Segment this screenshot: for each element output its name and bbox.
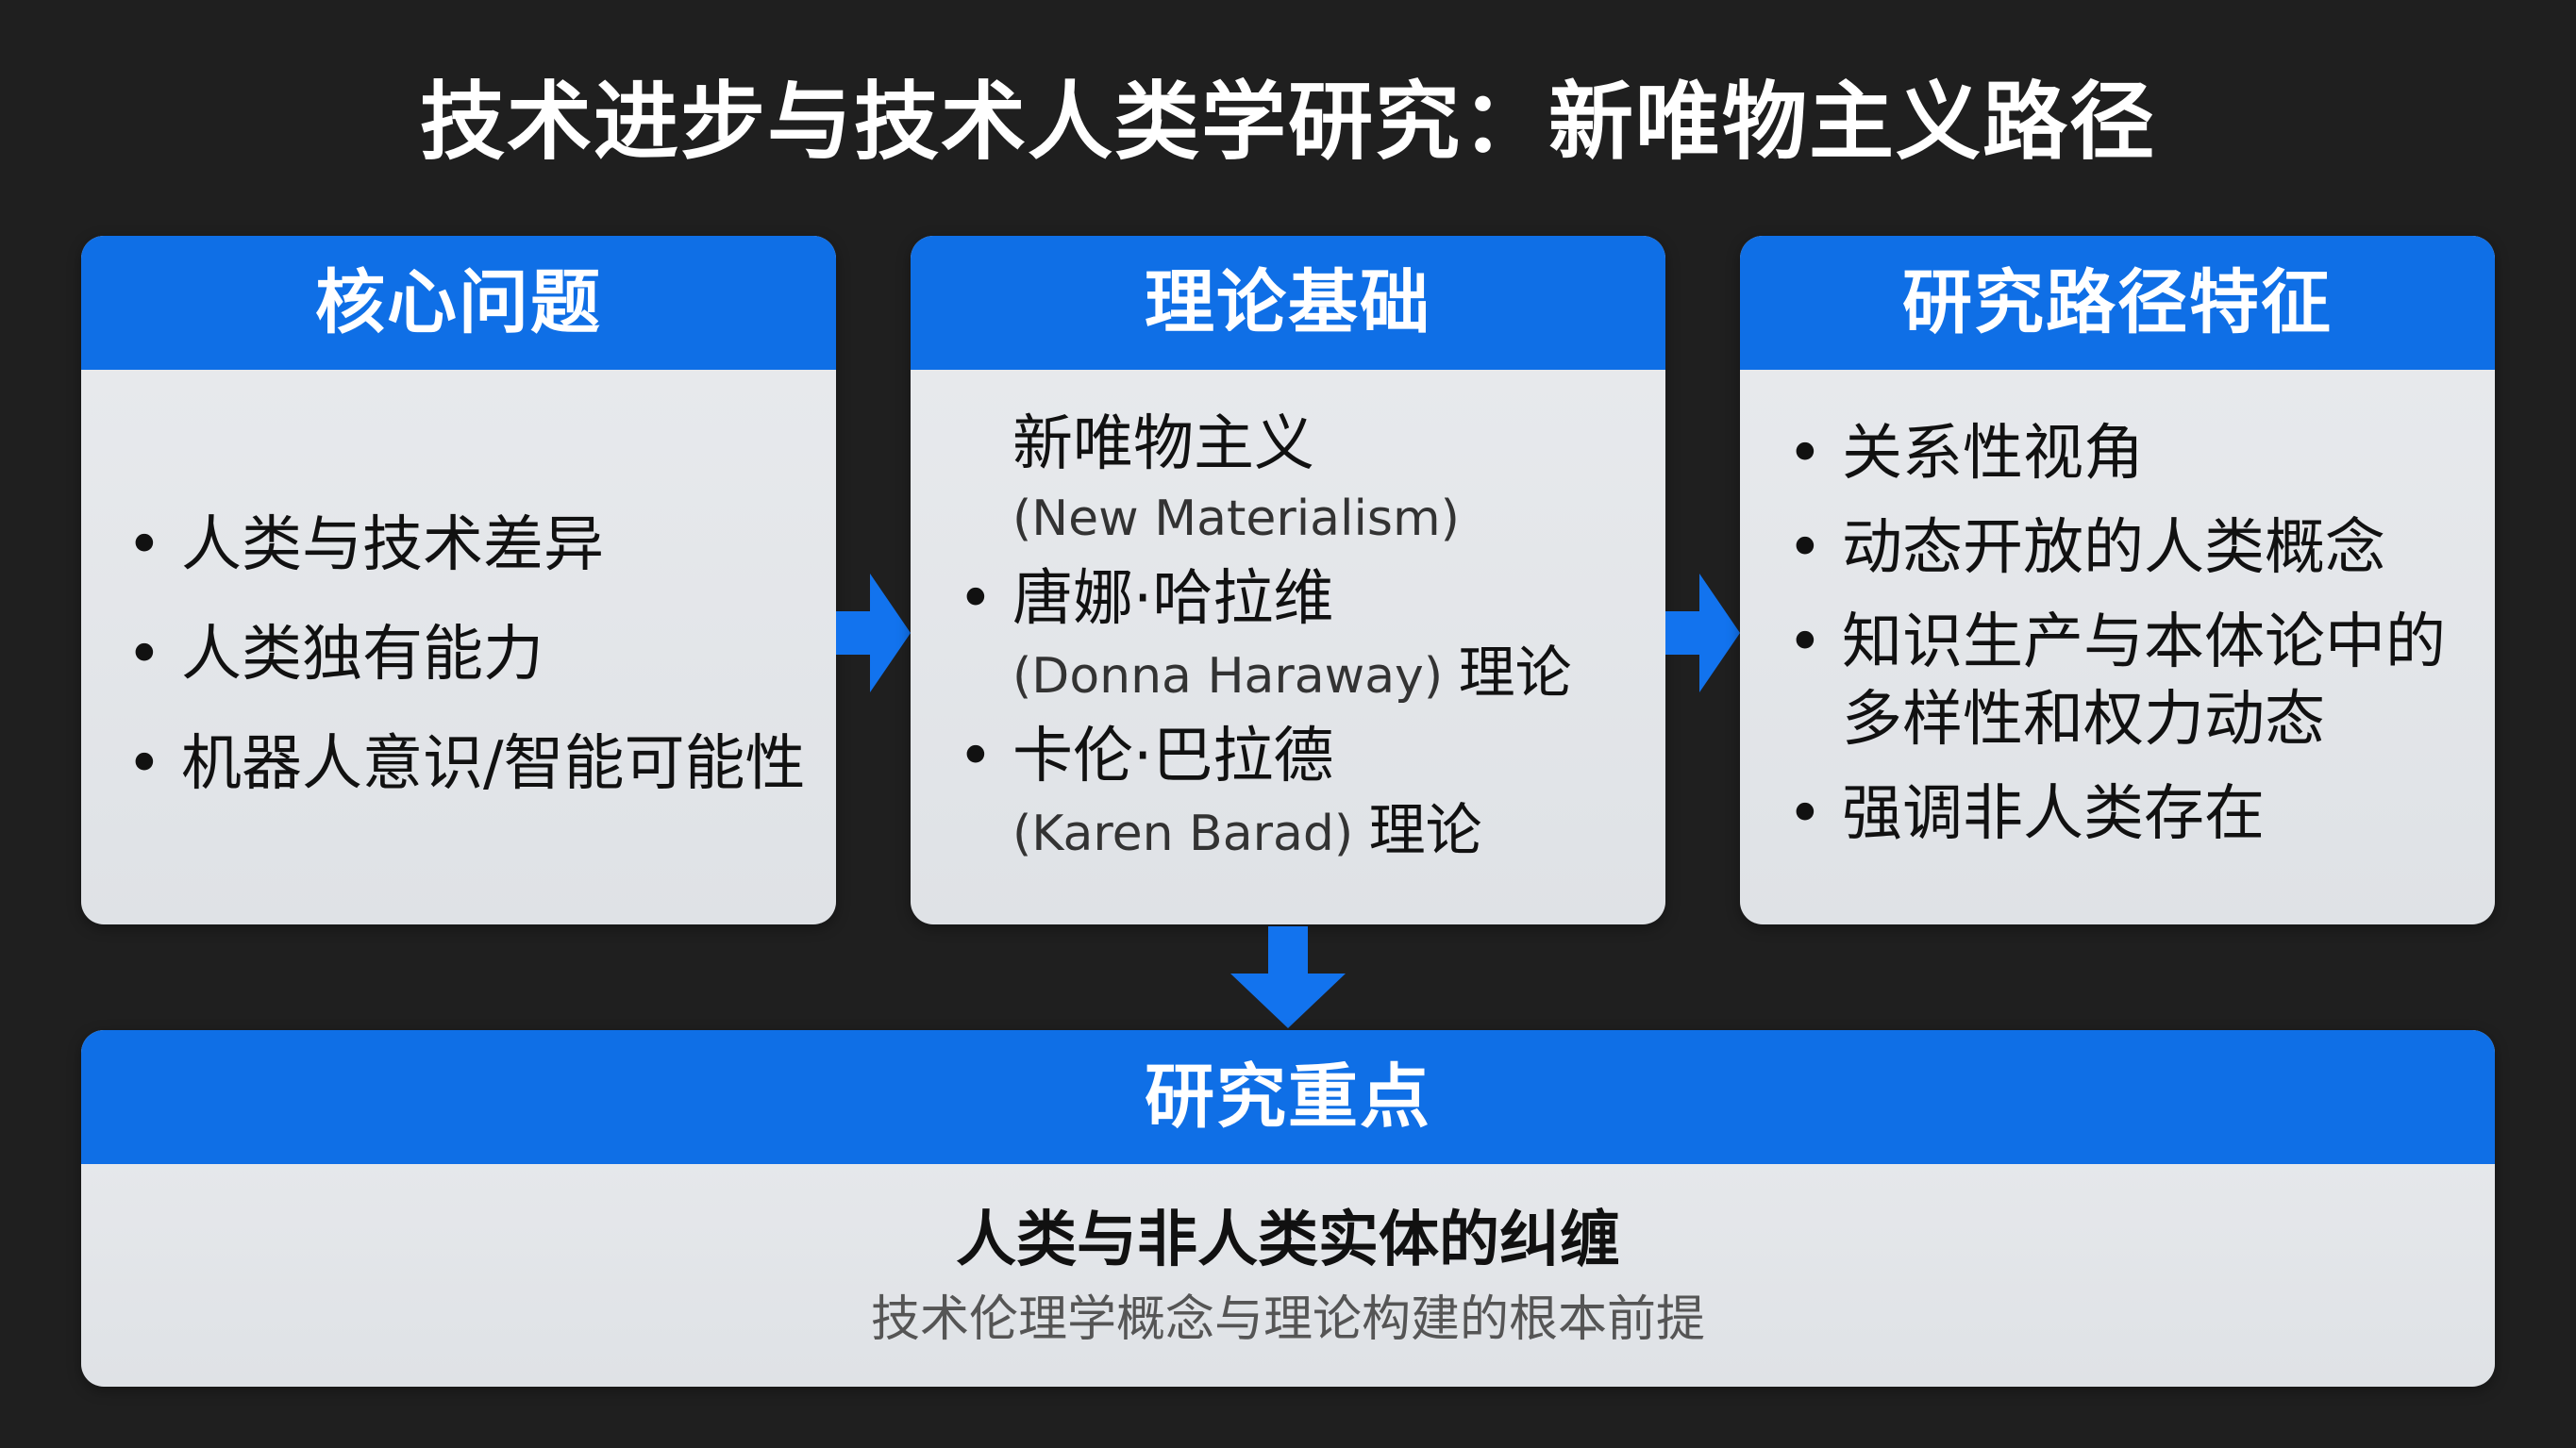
panel-research-focus: 研究重点 人类与非人类实体的纠缠 技术伦理学概念与理论构建的根本前提 <box>81 1030 2495 1387</box>
arrow-right-icon <box>1665 574 1740 692</box>
theory-english-name: (New Materialism) <box>1012 483 1572 555</box>
panel-focus-header: 研究重点 <box>81 1030 2495 1164</box>
list-item: • 人类独有能力 <box>126 600 806 709</box>
theory-english-text: (Donna Haraway) <box>1012 648 1444 705</box>
bullet: • <box>126 510 162 580</box>
bullet: • <box>958 564 994 634</box>
list-item-text: 知识生产与本体论中的多样性和权力动态 <box>1842 607 2446 755</box>
list-item-text: 动态开放的人类概念 <box>1842 513 2385 583</box>
list-item: 新唯物主义 (New Materialism) <box>958 406 1572 555</box>
list-item-text: 人类与技术差异 <box>181 510 604 580</box>
list-item: • 人类与技术差异 <box>126 491 806 600</box>
bullet: • <box>126 729 162 799</box>
theory-english-name: (Donna Haraway) 理论 <box>1012 638 1572 712</box>
theory-list: 新唯物主义 (New Materialism) • 唐娜·哈拉维 (Donna … <box>958 406 1572 875</box>
list-item: • 动态开放的人类概念 <box>1787 509 2467 587</box>
page-title: 技术进步与技术人类学研究：新唯物主义路径 <box>420 73 2156 172</box>
bullet: • <box>126 620 162 690</box>
theory-english-text: (Karen Barad) <box>1012 806 1354 862</box>
list-item: • 知识生产与本体论中的多样性和权力动态 <box>1787 604 2467 758</box>
list-item-text: 机器人意识/智能可能性 <box>181 729 806 799</box>
theory-suffix: 理论 <box>1368 798 1482 864</box>
theory-english-name: (Karen Barad) 理论 <box>1012 795 1572 870</box>
list-item: • 卡伦·巴拉德 (Karen Barad) 理论 <box>958 718 1572 870</box>
theory-name: 卡伦·巴拉德 <box>1012 722 1334 791</box>
bullet: • <box>1787 607 1823 677</box>
panel-research-path: 研究路径特征 • 关系性视角 • 动态开放的人类概念 • 知识生产与本体论中的多样性和… <box>1740 236 2495 924</box>
theory-english-text: (New Materialism) <box>1012 491 1460 547</box>
focus-sub-text: 技术伦理学概念与理论构建的根本前提 <box>870 1291 1705 1348</box>
list-item: • 强调非人类存在 <box>1787 775 2467 853</box>
theory-suffix: 理论 <box>1458 641 1572 707</box>
research-path-list: • 关系性视角 • 动态开放的人类概念 • 知识生产与本体论中的多样性和权力动态 • 强… <box>1787 415 2467 870</box>
core-questions-list: • 人类与技术差异 • 人类独有能力 • 机器人意识/智能可能性 <box>126 491 806 819</box>
bullet: • <box>1787 419 1823 489</box>
list-item: • 关系性视角 <box>1787 415 2467 492</box>
focus-main-text: 人类与非人类实体的纠缠 <box>956 1206 1620 1275</box>
list-item-text: 人类独有能力 <box>181 620 544 690</box>
bullet: • <box>958 722 994 791</box>
list-item-text: 关系性视角 <box>1842 419 2144 489</box>
bullet: • <box>1787 513 1823 583</box>
panel-core-header: 核心问题 <box>81 236 836 370</box>
panel-theory-header: 理论基础 <box>911 236 1665 370</box>
theory-name: 新唯物主义 <box>1012 409 1314 479</box>
list-item: • 机器人意识/智能可能性 <box>126 709 806 819</box>
panel-core-questions: 核心问题 • 人类与技术差异 • 人类独有能力 • 机器人意识/智能可能性 <box>81 236 836 924</box>
list-item-text: 强调非人类存在 <box>1842 779 2265 849</box>
panel-theory-basis: 理论基础 新唯物主义 (New Materialism) • 唐娜·哈拉维 (D… <box>911 236 1665 924</box>
arrow-right-icon <box>836 574 911 692</box>
bullet: • <box>1787 779 1823 849</box>
arrow-down-icon <box>1230 926 1346 1028</box>
theory-name: 唐娜·哈拉维 <box>1012 564 1334 634</box>
list-item: • 唐娜·哈拉维 (Donna Haraway) 理论 <box>958 560 1572 712</box>
panel-path-header: 研究路径特征 <box>1740 236 2495 370</box>
